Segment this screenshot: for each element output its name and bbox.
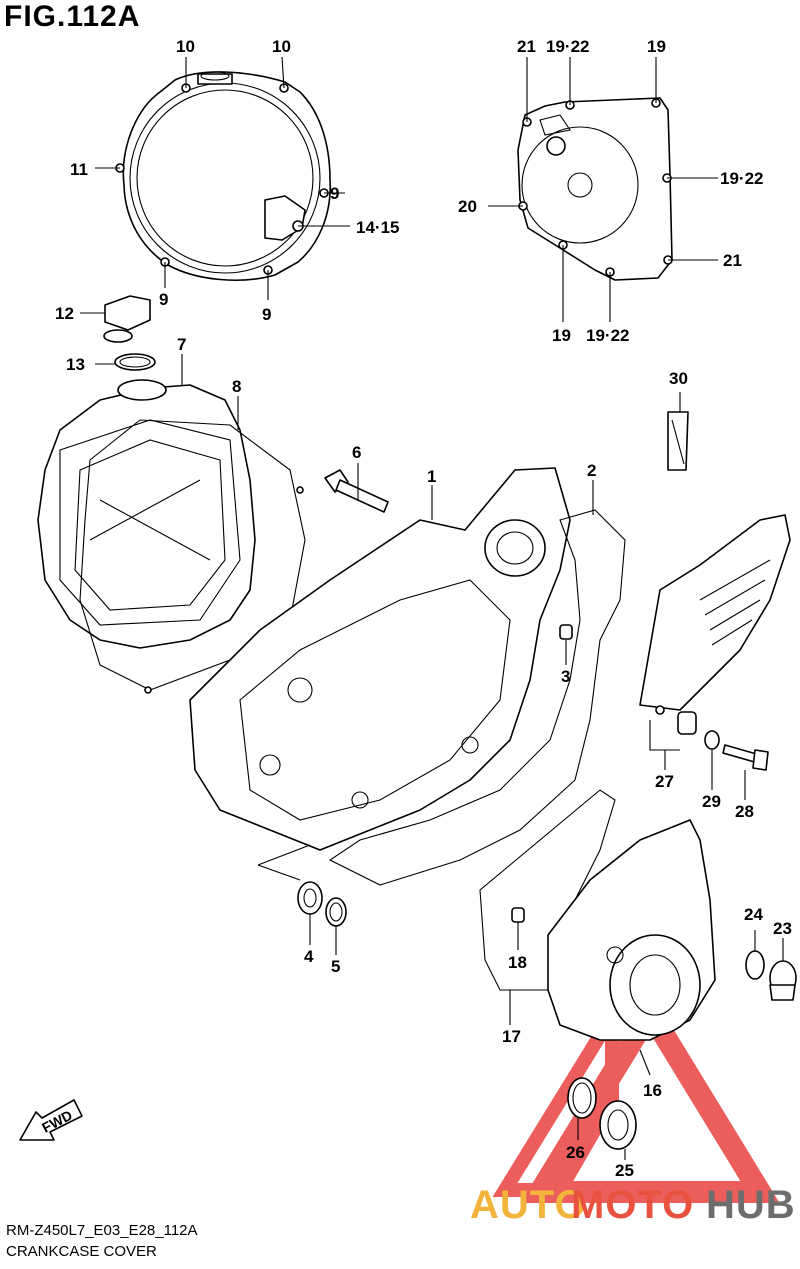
callout-25: 25 [615,1161,634,1180]
callout-26: 26 [566,1143,585,1162]
bolt-28 [722,744,769,771]
callout-5: 5 [331,957,340,976]
plug-23 [769,960,797,1001]
figure-title: FIG.112A [4,0,141,33]
callout-13: 13 [66,355,85,374]
callout-21: 21 [517,37,536,56]
circlip-5 [325,897,347,927]
callout-17: 17 [502,1027,521,1046]
callout-24: 24 [744,905,763,924]
watermark-text: AUTO MOTO HUB [470,1183,796,1227]
callout-12: 12 [55,304,74,323]
figure-name: CRANKCASE COVER [6,1243,157,1260]
callout-27: 27 [655,772,674,791]
o-ring-26 [567,1077,597,1119]
dowel-pin-3 [559,624,573,640]
gasket-2 [328,509,626,886]
bolt-6 [324,469,389,513]
callout-14-15: 14·15 [356,218,399,237]
forward-arrow-icon [19,1099,83,1141]
o-ring-13 [114,353,156,371]
watermark-auto: AUTO [470,1183,587,1227]
guard-27 [639,514,791,735]
callout-labels: 10 10 11 9 14·15 9 9 21 19·22 19 20 19·2… [55,37,792,1180]
callout-10: 10 [272,37,291,56]
clutch-cover-outer [115,71,331,281]
callout-18: 18 [508,953,527,972]
callout-30: 30 [669,369,688,388]
callout-7: 7 [177,335,186,354]
leader-lines [80,56,784,1160]
callout-21: 21 [723,251,742,270]
callout-1: 1 [427,467,436,486]
oil-seal-4 [297,881,323,915]
callout-4: 4 [304,947,314,966]
callout-19: 19 [647,37,666,56]
watermark-moto: MOTO [571,1183,694,1227]
callout-16: 16 [643,1081,662,1100]
o-ring-24 [745,950,765,980]
watermark-hub: HUB [706,1183,796,1227]
oil-filler-cap [103,295,151,343]
washer-29 [704,730,720,750]
callout-8: 8 [232,377,241,396]
crankcase [189,467,571,851]
callout-10: 10 [176,37,195,56]
callout-20: 20 [458,197,477,216]
callout-9: 9 [330,184,339,203]
callout-2: 2 [587,461,596,480]
cover-16 [547,819,716,1041]
generator-cover [517,97,673,281]
callout-11: 11 [70,160,88,179]
plug-25 [599,1100,637,1150]
callout-19-22: 19·22 [546,37,589,56]
clutch-cover-7 [37,379,256,649]
callout-6: 6 [352,443,361,462]
callout-23: 23 [773,919,792,938]
callout-29: 29 [702,792,721,811]
callout-19-22: 19·22 [720,169,763,188]
callout-19: 19 [552,326,571,345]
callout-9: 9 [262,305,271,324]
callout-3: 3 [561,667,570,686]
callout-28: 28 [735,802,754,821]
figure-code: RM-Z450L7_E03_E28_112A [6,1222,198,1239]
clip-30 [667,411,689,471]
callout-19-22: 19·22 [586,326,629,345]
callout-9: 9 [159,290,168,309]
dowel-pin-18 [511,907,525,923]
